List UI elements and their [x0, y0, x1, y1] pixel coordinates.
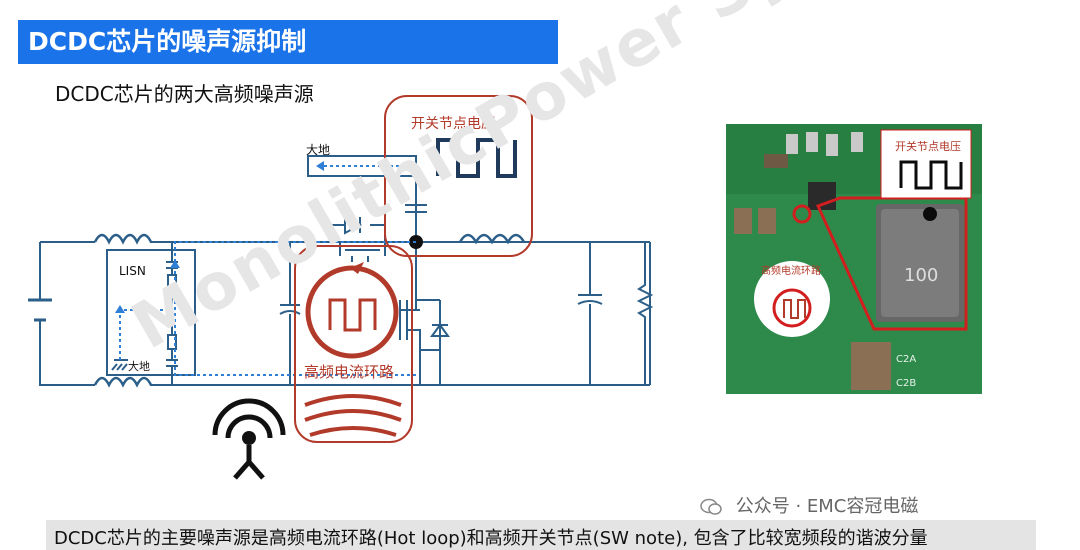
pcb-photo: 开关节点电压 高频电流环路 100 C2A C2B: [726, 124, 982, 394]
ground-label-lisn: 大地: [128, 359, 150, 373]
inductor-marking: 100: [904, 265, 938, 286]
footer-text: DCDC芯片的主要噪声源是高频电流环路(Hot loop)和高频开关节点(SW …: [54, 528, 928, 549]
sw-node-label: 开关节点电压: [411, 116, 495, 132]
ground-label-top: 大地: [306, 143, 330, 157]
pcb-hot-loop-label: 高频电流环路: [761, 264, 821, 277]
wechat-icon: [700, 498, 722, 515]
page-title: DCDC芯片的噪声源抑制: [18, 20, 558, 64]
cap-label-c2b: C2B: [896, 378, 916, 389]
pcb-sw-node-label: 开关节点电压: [895, 139, 961, 153]
footer-caption: DCDC芯片的主要噪声源是高频电流环路(Hot loop)和高频开关节点(SW …: [46, 520, 1036, 550]
subtitle: DCDC芯片的两大高频噪声源: [55, 82, 314, 106]
cap-label-c2a: C2A: [896, 354, 916, 365]
circuit-diagram: 大地 LISN 大地 开关节点电压 高频电流环路: [28, 95, 654, 480]
lisn-label: LISN: [119, 264, 146, 278]
account-badge: 公众号 · EMC容冠电磁: [700, 492, 918, 518]
account-text: 公众号 · EMC容冠电磁: [735, 496, 919, 517]
hot-loop-label: 高频电流环路: [304, 363, 394, 381]
